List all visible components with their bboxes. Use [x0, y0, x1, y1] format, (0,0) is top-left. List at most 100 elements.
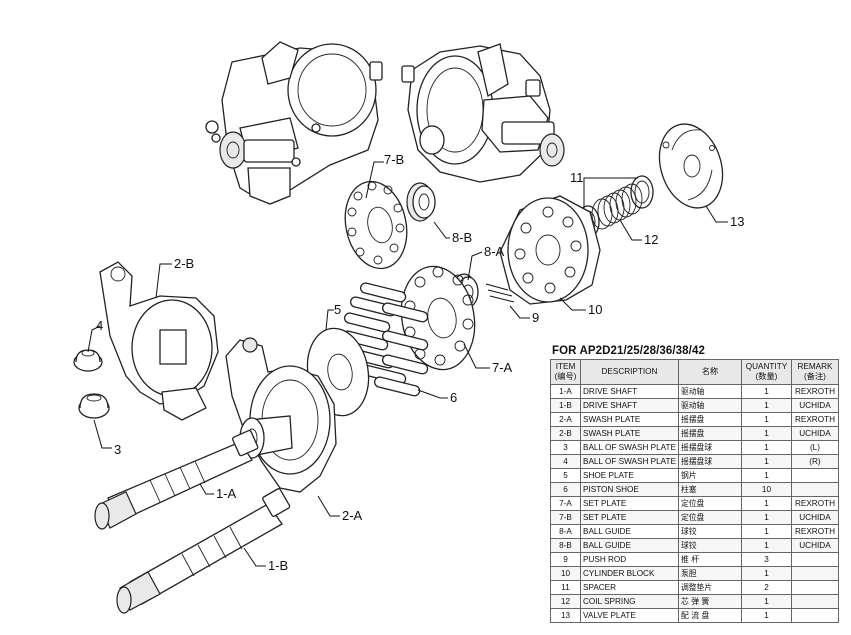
- piston-shoes-6: [341, 282, 429, 397]
- cell-description: BALL OF SWASH PLATE: [580, 454, 679, 469]
- cell-description: VALVE PLATE: [580, 608, 679, 623]
- cell-item: 11: [550, 580, 581, 595]
- cell-item: 9: [550, 552, 581, 567]
- cell-name-cn: 摇摆盘: [677, 412, 742, 427]
- drive-shaft-1b: [116, 488, 291, 614]
- callout-3: 3: [114, 442, 121, 457]
- ball-of-swash-plate-4: [73, 349, 103, 372]
- header-remark: REMARK(备注): [790, 359, 839, 385]
- ball-of-swash-plate-3: [78, 393, 110, 419]
- cell-name-cn: 钢片: [677, 468, 742, 483]
- cell-remark: REXROTH: [790, 496, 839, 511]
- cell-item: 2-A: [550, 412, 581, 427]
- cell-quantity: 1: [740, 468, 792, 483]
- cell-quantity: 1: [740, 398, 792, 413]
- cell-quantity: 1: [740, 538, 792, 553]
- cell-remark: [790, 482, 839, 497]
- cylinder-block-10: [499, 195, 601, 305]
- parts-table-header: ITEM(编号) DESCRIPTION 名称 QUANTITY(数量) REM…: [550, 359, 839, 385]
- cell-item: 1-B: [550, 398, 581, 413]
- callout-2b: 2-B: [174, 256, 194, 271]
- cell-name-cn: 定位盘: [677, 510, 742, 525]
- cell-remark: (L): [790, 440, 839, 455]
- cell-name-cn: 摇摆盘球: [677, 440, 742, 455]
- cell-name-cn: 定位盘: [677, 496, 742, 511]
- cell-name-cn: 驱动轴: [677, 384, 742, 399]
- cell-description: BALL GUIDE: [580, 524, 679, 539]
- cell-description: PISTON SHOE: [580, 482, 679, 497]
- cell-description: DRIVE SHAFT: [580, 384, 679, 399]
- cell-item: 8-B: [550, 538, 581, 553]
- cell-description: BALL OF SWASH PLATE: [580, 440, 679, 455]
- push-rods-9: [485, 283, 515, 303]
- callout-7a: 7-A: [492, 360, 513, 375]
- callout-6: 6: [450, 390, 457, 405]
- callout-4: 4: [96, 318, 103, 333]
- cell-item: 7-B: [550, 510, 581, 525]
- swash-plate-2b: [99, 261, 219, 421]
- cell-quantity: 3: [740, 552, 792, 567]
- callout-12: 12: [644, 232, 658, 247]
- cell-quantity: 1: [740, 384, 792, 399]
- callout-1b: 1-B: [268, 558, 288, 573]
- cell-description: PUSH ROD: [580, 552, 679, 567]
- cell-quantity: 2: [740, 580, 792, 595]
- cell-quantity: 1: [740, 510, 792, 525]
- cell-quantity: 1: [740, 496, 792, 511]
- valve-plate-13: [658, 123, 724, 209]
- cell-name-cn: 摇摆盘: [677, 426, 742, 441]
- ball-guide-8b: [406, 182, 436, 222]
- cell-remark: REXROTH: [790, 412, 839, 427]
- cell-remark: [790, 552, 839, 567]
- cell-name-cn: 推 杆: [677, 552, 742, 567]
- cell-remark: UCHIDA: [790, 398, 839, 413]
- cell-name-cn: 摇摆盘球: [677, 454, 742, 469]
- cell-remark: (R): [790, 454, 839, 469]
- cell-item: 13: [550, 608, 581, 623]
- cell-item: 1-A: [550, 384, 581, 399]
- cell-item: 10: [550, 566, 581, 581]
- cell-name-cn: 球铰: [677, 538, 742, 553]
- cell-quantity: 1: [740, 566, 792, 581]
- header-remark-cn-label: (备注): [804, 372, 826, 381]
- cell-item: 12: [550, 594, 581, 609]
- cell-quantity: 1: [740, 594, 792, 609]
- cell-description: SPACER: [580, 580, 679, 595]
- header-quantity: QUANTITY(数量): [740, 359, 792, 385]
- header-item: ITEM(编号): [550, 359, 581, 385]
- header-remark-label: REMARK: [797, 362, 833, 371]
- cell-name-cn: 驱动轴: [677, 398, 742, 413]
- cell-description: SHOE PLATE: [580, 468, 679, 483]
- cell-name-cn: 配 流 盘: [677, 608, 742, 623]
- leader-lines: [87, 161, 728, 567]
- swash-plate-2a: [225, 337, 337, 493]
- cell-quantity: 1: [740, 524, 792, 539]
- cell-quantity: 10: [740, 482, 792, 497]
- drive-shaft-1a: [94, 429, 259, 530]
- header-quantity-cn-label: (数量): [755, 372, 778, 381]
- cell-description: SET PLATE: [580, 496, 679, 511]
- cell-name-cn: 芯 弹 簧: [677, 594, 742, 609]
- callout-8b: 8-B: [452, 230, 472, 245]
- callout-1a: 1-A: [216, 486, 237, 501]
- callout-7b: 7-B: [384, 152, 404, 167]
- cell-description: SWASH PLATE: [580, 412, 679, 427]
- cell-description: CYLINDER BLOCK: [580, 566, 679, 581]
- cell-item: 3: [550, 440, 581, 455]
- cell-quantity: 1: [740, 454, 792, 469]
- header-item-label: ITEM: [555, 362, 576, 371]
